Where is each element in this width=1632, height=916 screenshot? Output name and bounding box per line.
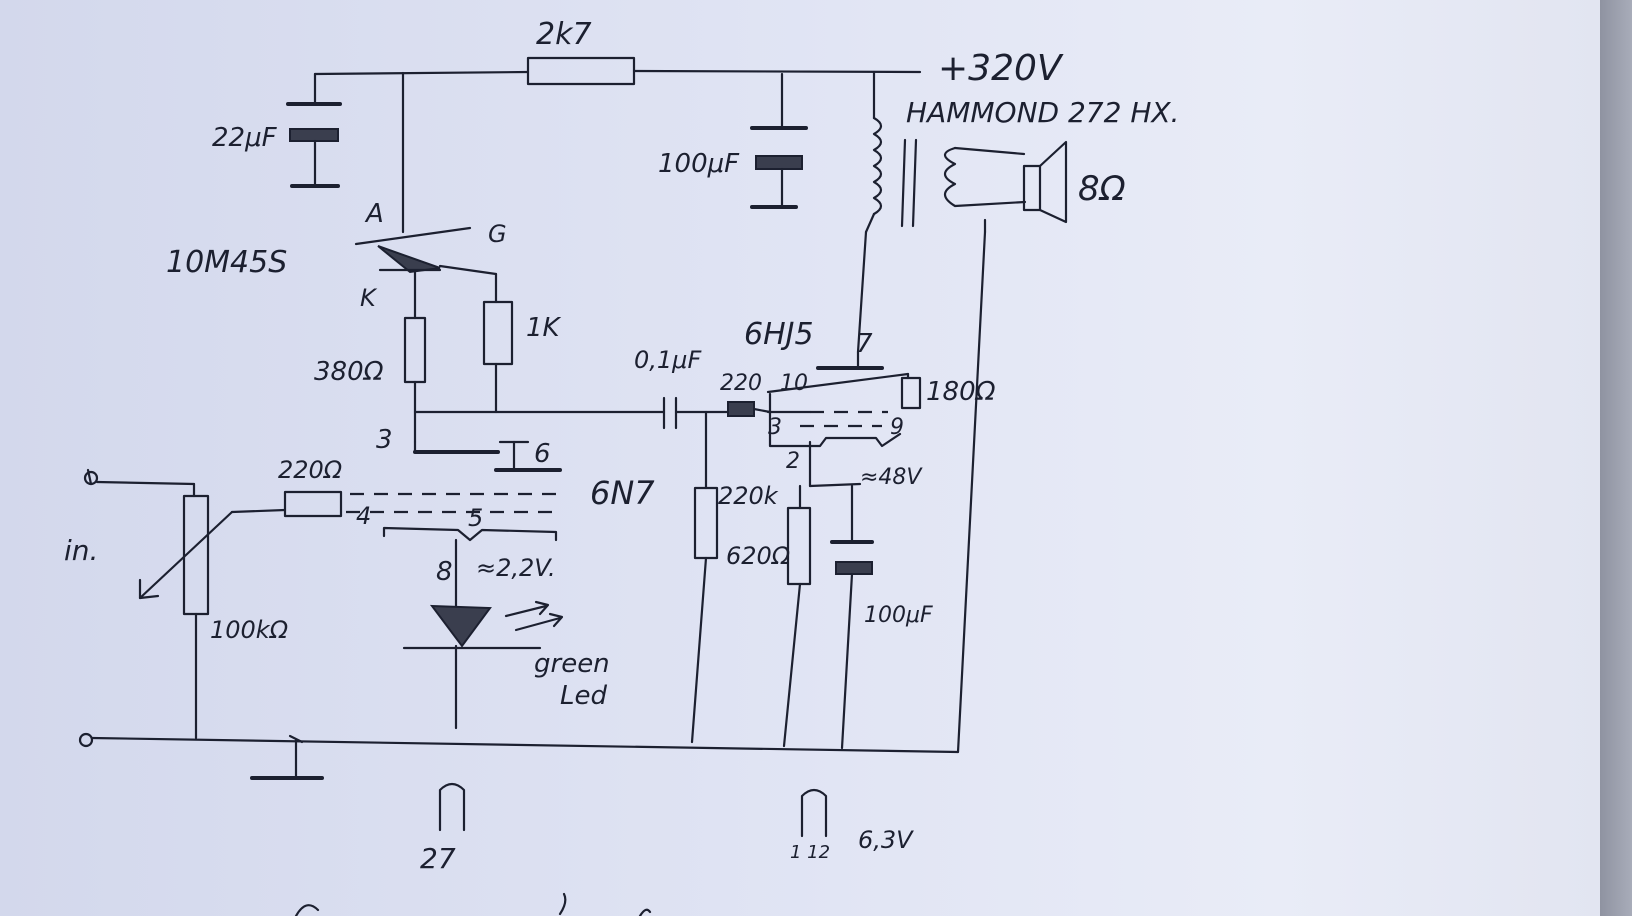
power-tube-name: 6HJ5: [744, 317, 814, 352]
driver-pin-6-label: 6: [534, 439, 551, 469]
heater-symbol-1: [438, 782, 466, 832]
coupling-capacitor: [662, 396, 730, 490]
driver-pin-4-label: 4: [356, 502, 371, 530]
resistor-2k7-label: 2k7: [536, 17, 592, 52]
resistor-1k: [482, 300, 514, 414]
green-led: [402, 600, 564, 730]
heater-1-pin-label: 27: [420, 842, 456, 875]
power-pin-7-label: 7: [856, 329, 873, 359]
heater-voltage-label: 6,3V: [858, 826, 914, 854]
input-label: in.: [64, 534, 98, 567]
driver-cathode-voltage: ≈2,2V.: [476, 554, 556, 582]
resistor-180: [900, 376, 922, 410]
capacitor-100uf-cathode-label: 100μF: [864, 603, 933, 628]
resistor-180-label: 180Ω: [926, 377, 996, 407]
pot-value-label: 100kΩ: [210, 616, 289, 644]
resistor-380: [403, 316, 427, 444]
led-label-line1: green: [534, 649, 610, 679]
grid-stopper-220: [727, 401, 772, 417]
heater-symbol-2: [800, 788, 828, 838]
driver-pin-8-label: 8: [436, 557, 453, 587]
capacitor-100uf-supply: [750, 72, 808, 209]
capacitor-22uf: [286, 72, 342, 188]
ground-rail: [78, 732, 960, 780]
resistor-220k: [690, 486, 719, 744]
capacitor-22uf-label: 22μF: [212, 123, 278, 153]
ccs-pin-k-label: K: [360, 284, 378, 312]
input-potentiometer: [83, 468, 234, 740]
ccs-pin-g-label: G: [488, 220, 507, 248]
driver-tube-name: 6N7: [590, 474, 655, 512]
grid-stopper-label: 220: [720, 371, 762, 396]
power-pin-3-label: 3: [768, 415, 782, 440]
power-pin-10-label: 10: [780, 371, 808, 396]
power-pin-2-label: 2: [786, 449, 800, 474]
capacitor-100uf-supply-label: 100μF: [658, 149, 740, 179]
table-edge: [1600, 0, 1632, 916]
speaker-impedance-label: 8Ω: [1078, 169, 1126, 209]
power-pin-9-label: 9: [890, 415, 904, 440]
speaker-icon: [1022, 140, 1068, 224]
cathode-voltage-label: ≈48V: [860, 465, 923, 490]
resistor-620: [782, 484, 812, 748]
driver-tube-6n7: [346, 440, 562, 608]
ccs-10m45s: [354, 226, 498, 320]
supply-rail: [313, 69, 922, 234]
heater-2-pin-label: 1 12: [790, 842, 830, 863]
resistor-620-label: 620Ω: [726, 542, 791, 570]
resistor-220-grid-label: 220Ω: [278, 456, 343, 484]
driver-pin-3-label: 3: [376, 425, 393, 455]
transformer-label: HAMMOND 272 HX.: [906, 96, 1179, 129]
driver-pin-5-label: 5: [468, 504, 483, 532]
ccs-name-label: 10M45S: [166, 245, 287, 280]
resistor-1k-label: 1K: [526, 313, 562, 343]
output-transformer: [856, 70, 1027, 754]
power-tube-6hj5: [766, 350, 910, 488]
resistor-380-label: 380Ω: [314, 357, 384, 387]
resistor-2k7: [526, 56, 636, 86]
ccs-pin-a-label: A: [364, 199, 384, 229]
resistor-220-grid: [230, 490, 343, 518]
led-label-line2: Led: [560, 681, 607, 711]
supply-voltage-label: +320V: [938, 48, 1064, 89]
coupling-cap-label: 0,1μF: [634, 346, 702, 374]
capacitor-100uf-cathode: [830, 484, 874, 750]
cropped-handwriting: [294, 892, 652, 916]
resistor-220k-label: 220k: [718, 482, 779, 510]
